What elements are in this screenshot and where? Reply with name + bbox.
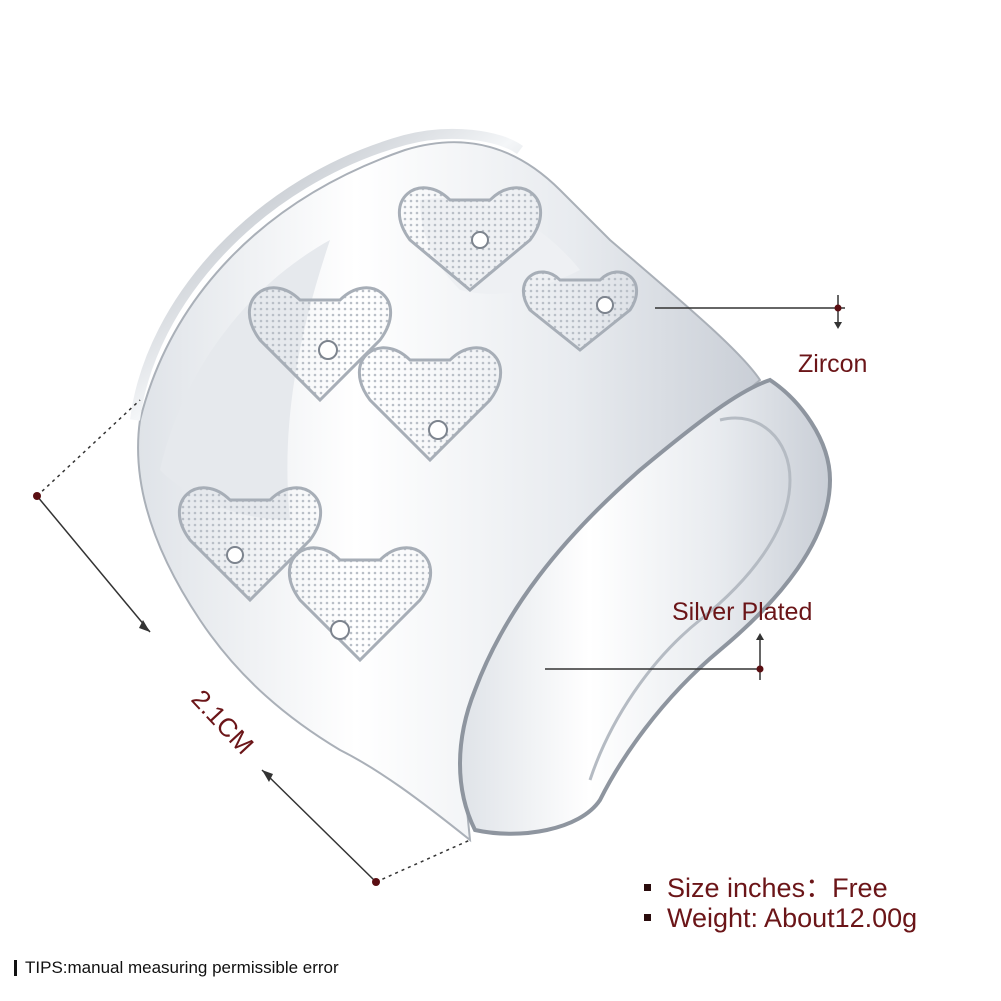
arrow-ticks [756, 322, 842, 640]
callout-markers [756, 304, 842, 673]
tips-bar-icon [14, 959, 17, 976]
zircon-label: Zircon [798, 350, 868, 378]
dimension-label: 2.1CM [186, 684, 260, 760]
bullet-icon [644, 914, 651, 922]
bullet-icon [644, 884, 651, 892]
heart-filigree [177, 186, 638, 663]
tips-text: TIPS:manual measuring permissible error [25, 958, 339, 977]
weight-spec: Weight: About12.00g [644, 903, 917, 934]
weight-spec-text: Weight: About12.00g [667, 903, 918, 933]
tips-note: TIPS:manual measuring permissible error [14, 958, 339, 978]
ring-left-rim [130, 128, 523, 421]
dimension-arrowheads [139, 620, 273, 782]
zircon-stones [226, 231, 614, 640]
ring-right-rim [458, 377, 833, 836]
silver-plated-label: Silver Plated [672, 598, 813, 626]
size-spec-text: Size inches：Free [667, 873, 888, 903]
dimension-markers [33, 492, 380, 886]
size-spec: Size inches：Free [644, 866, 888, 905]
dimension-lines [36, 399, 471, 883]
